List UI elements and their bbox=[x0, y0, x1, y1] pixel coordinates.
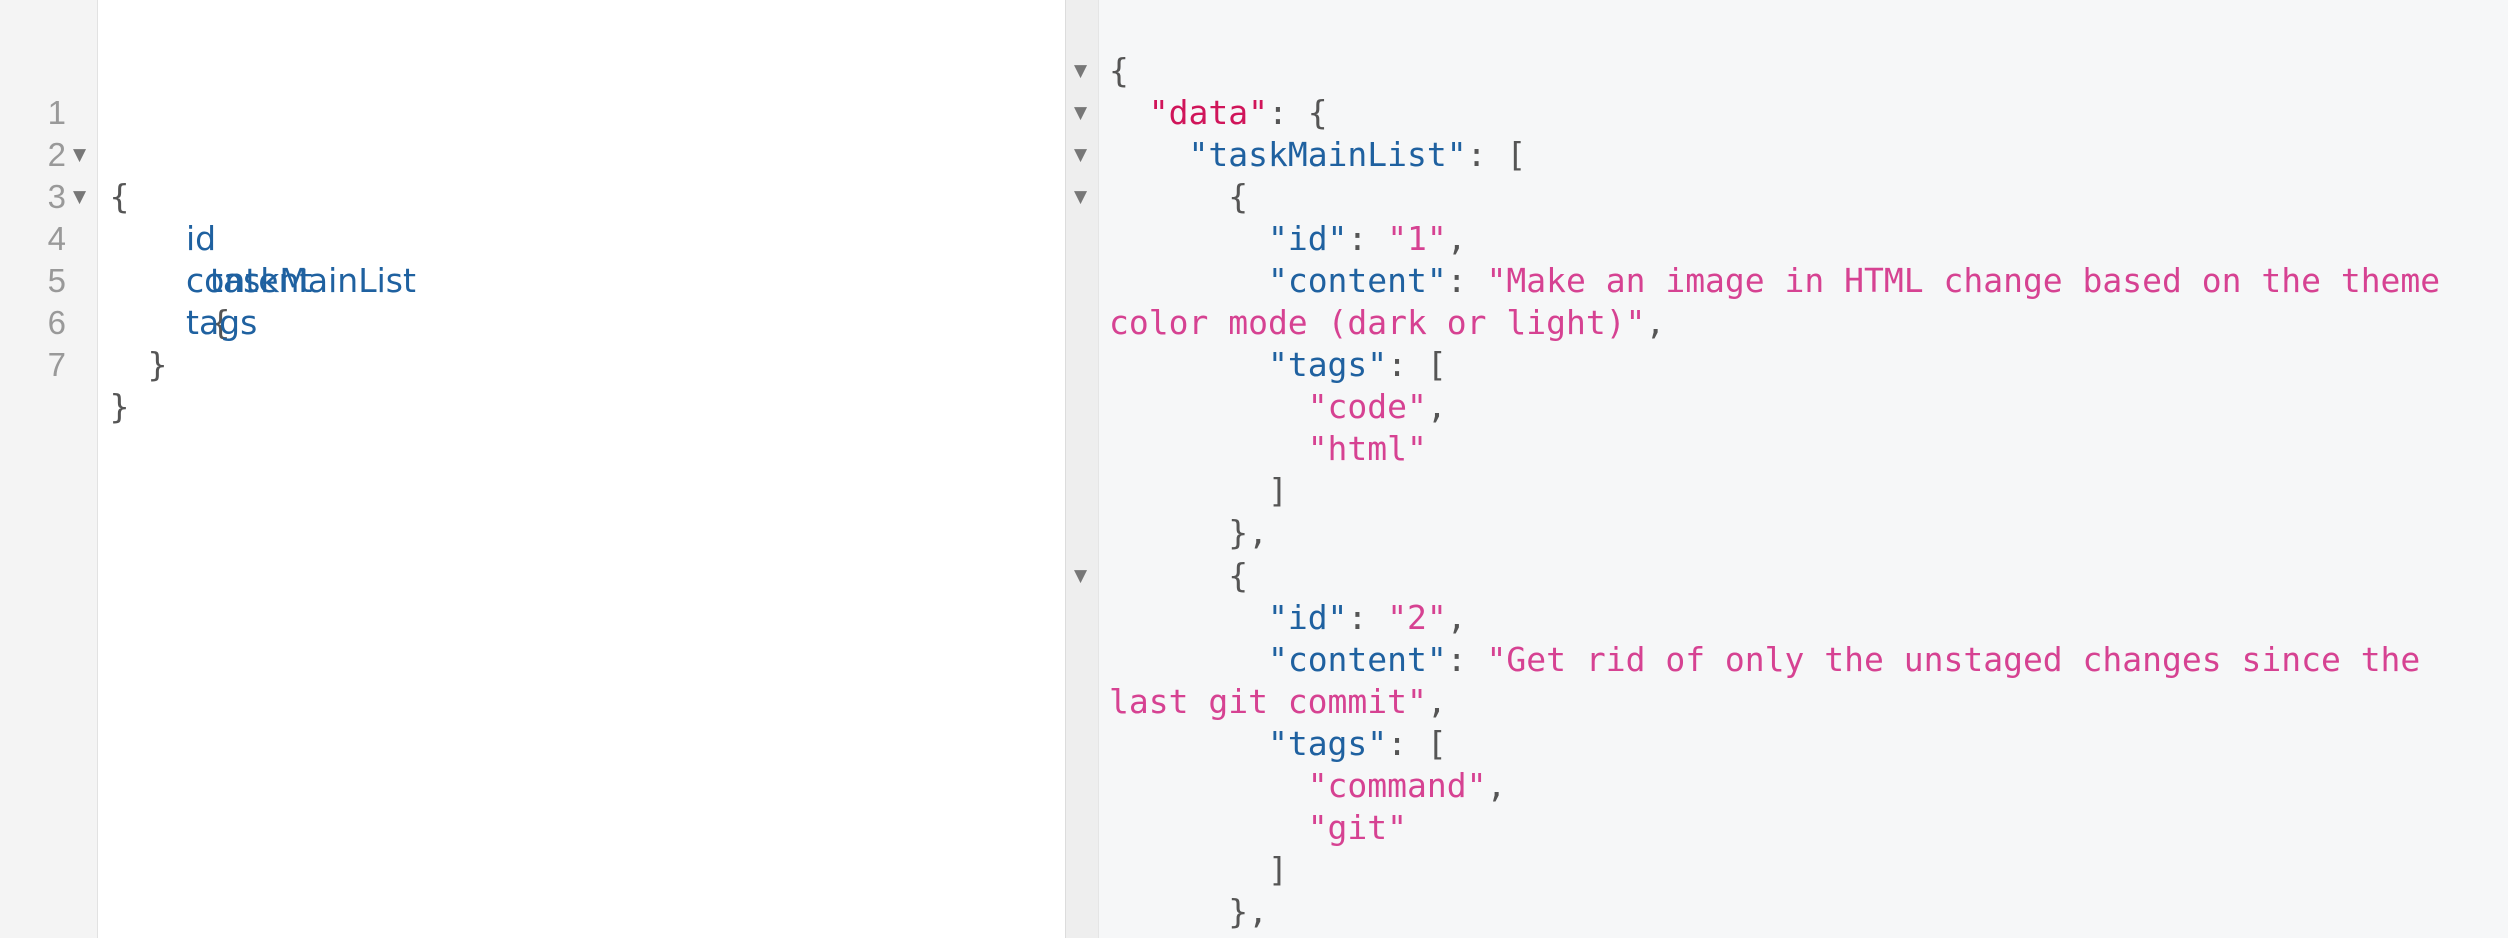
content-key: "content" bbox=[1267, 640, 1447, 679]
close-brace: } bbox=[109, 387, 130, 426]
root-field: taskMainList bbox=[209, 261, 416, 300]
result-line: "content": "Make an image in HTML change… bbox=[1267, 261, 2441, 300]
result-line: color mode (dark or light)", bbox=[1109, 303, 1666, 342]
tag-value: "html" bbox=[1307, 429, 1427, 468]
id-key: "id" bbox=[1267, 219, 1348, 258]
result-line: last git commit", bbox=[1109, 682, 1447, 721]
result-line: "html" bbox=[1109, 428, 1427, 470]
fold-arrow-icon[interactable]: ▼ bbox=[1074, 566, 1088, 586]
content-value: "Make an image in HTML change based on t… bbox=[1486, 261, 2441, 300]
tag-value: "code" bbox=[1307, 387, 1427, 426]
result-line: ] bbox=[1109, 471, 1288, 510]
fold-arrow-icon[interactable]: ▼ bbox=[1074, 187, 1088, 207]
result-line: { bbox=[1109, 177, 1249, 216]
line-number: 4 bbox=[47, 220, 66, 257]
result-line: { bbox=[1109, 556, 1249, 595]
list-key: "taskMainList" bbox=[1188, 135, 1467, 174]
fold-arrow-icon[interactable]: ▼ bbox=[1074, 61, 1088, 81]
fold-arrow-icon[interactable]: ▼ bbox=[1074, 145, 1088, 165]
result-line: "tags": [ bbox=[1267, 724, 1447, 763]
line-number: 2 bbox=[47, 136, 66, 173]
line-number: 1 bbox=[47, 94, 66, 131]
result-line: { bbox=[1109, 51, 1129, 90]
id-value: "1" bbox=[1387, 219, 1447, 258]
field-id: id bbox=[186, 219, 217, 258]
result-line: "taskMainList": [ bbox=[1188, 135, 1527, 174]
result-viewer[interactable] bbox=[1099, 0, 2508, 938]
tag-value: "command" bbox=[1307, 766, 1487, 805]
line-number: 3 bbox=[47, 178, 66, 215]
content-value-continued: last git commit" bbox=[1109, 682, 1427, 721]
open-brace: { bbox=[109, 177, 130, 216]
result-line: "code", bbox=[1307, 387, 1447, 426]
content-key: "content" bbox=[1267, 261, 1447, 300]
tag-value: "git" bbox=[1307, 808, 1408, 847]
fold-arrow-icon[interactable]: ▼ bbox=[1074, 103, 1088, 123]
query-line-6[interactable]: 6 } bbox=[0, 260, 168, 384]
result-line: "tags": [ bbox=[1267, 345, 1447, 384]
fold-arrow-icon[interactable]: ▼ bbox=[73, 145, 87, 165]
close-brace: } bbox=[147, 345, 168, 384]
query-line-3[interactable]: 3 id bbox=[0, 134, 216, 258]
query-line-7[interactable]: 7 } bbox=[0, 302, 130, 426]
open-brace: { bbox=[209, 303, 231, 342]
line-number: 7 bbox=[47, 346, 66, 383]
field-content: content bbox=[186, 261, 313, 300]
id-key: "id" bbox=[1267, 598, 1348, 637]
field-tags: tags bbox=[186, 303, 258, 342]
query-line-5[interactable]: 5 tags bbox=[0, 218, 258, 342]
content-value-continued: color mode (dark or light)" bbox=[1109, 303, 1646, 342]
line-number: 6 bbox=[47, 304, 66, 341]
result-line: }, bbox=[1109, 513, 1268, 552]
query-line-1[interactable]: 1 ▼ { bbox=[0, 50, 130, 216]
result-line: "git" bbox=[1109, 807, 1407, 849]
result-line: }, bbox=[1109, 892, 1268, 931]
content-value: "Get rid of only the unstaged changes si… bbox=[1486, 640, 2421, 679]
query-editor[interactable]: 1 ▼ { 2 ▼ taskMainList { 3 id 4 content … bbox=[0, 0, 1065, 938]
data-key: "data" bbox=[1148, 93, 1268, 132]
tags-key: "tags" bbox=[1267, 345, 1388, 384]
result-line: "id": "1", bbox=[1267, 219, 1467, 258]
result-line: "command", bbox=[1307, 766, 1507, 805]
tags-key: "tags" bbox=[1267, 724, 1388, 763]
pane-divider[interactable] bbox=[1065, 0, 1099, 938]
result-line: "content": "Get rid of only the unstaged… bbox=[1267, 640, 2421, 679]
query-line-2[interactable]: 2 ▼ taskMainList { bbox=[0, 92, 416, 342]
query-line-4[interactable]: 4 content bbox=[0, 176, 313, 300]
result-line: "data": { bbox=[1148, 93, 1328, 132]
result-line: "id": "2", bbox=[1267, 598, 1467, 637]
line-number: 5 bbox=[47, 262, 66, 299]
fold-arrow-icon[interactable]: ▼ bbox=[73, 187, 87, 207]
line-gutter bbox=[0, 0, 98, 938]
result-line: ] bbox=[1109, 850, 1288, 889]
id-value: "2" bbox=[1387, 598, 1447, 637]
